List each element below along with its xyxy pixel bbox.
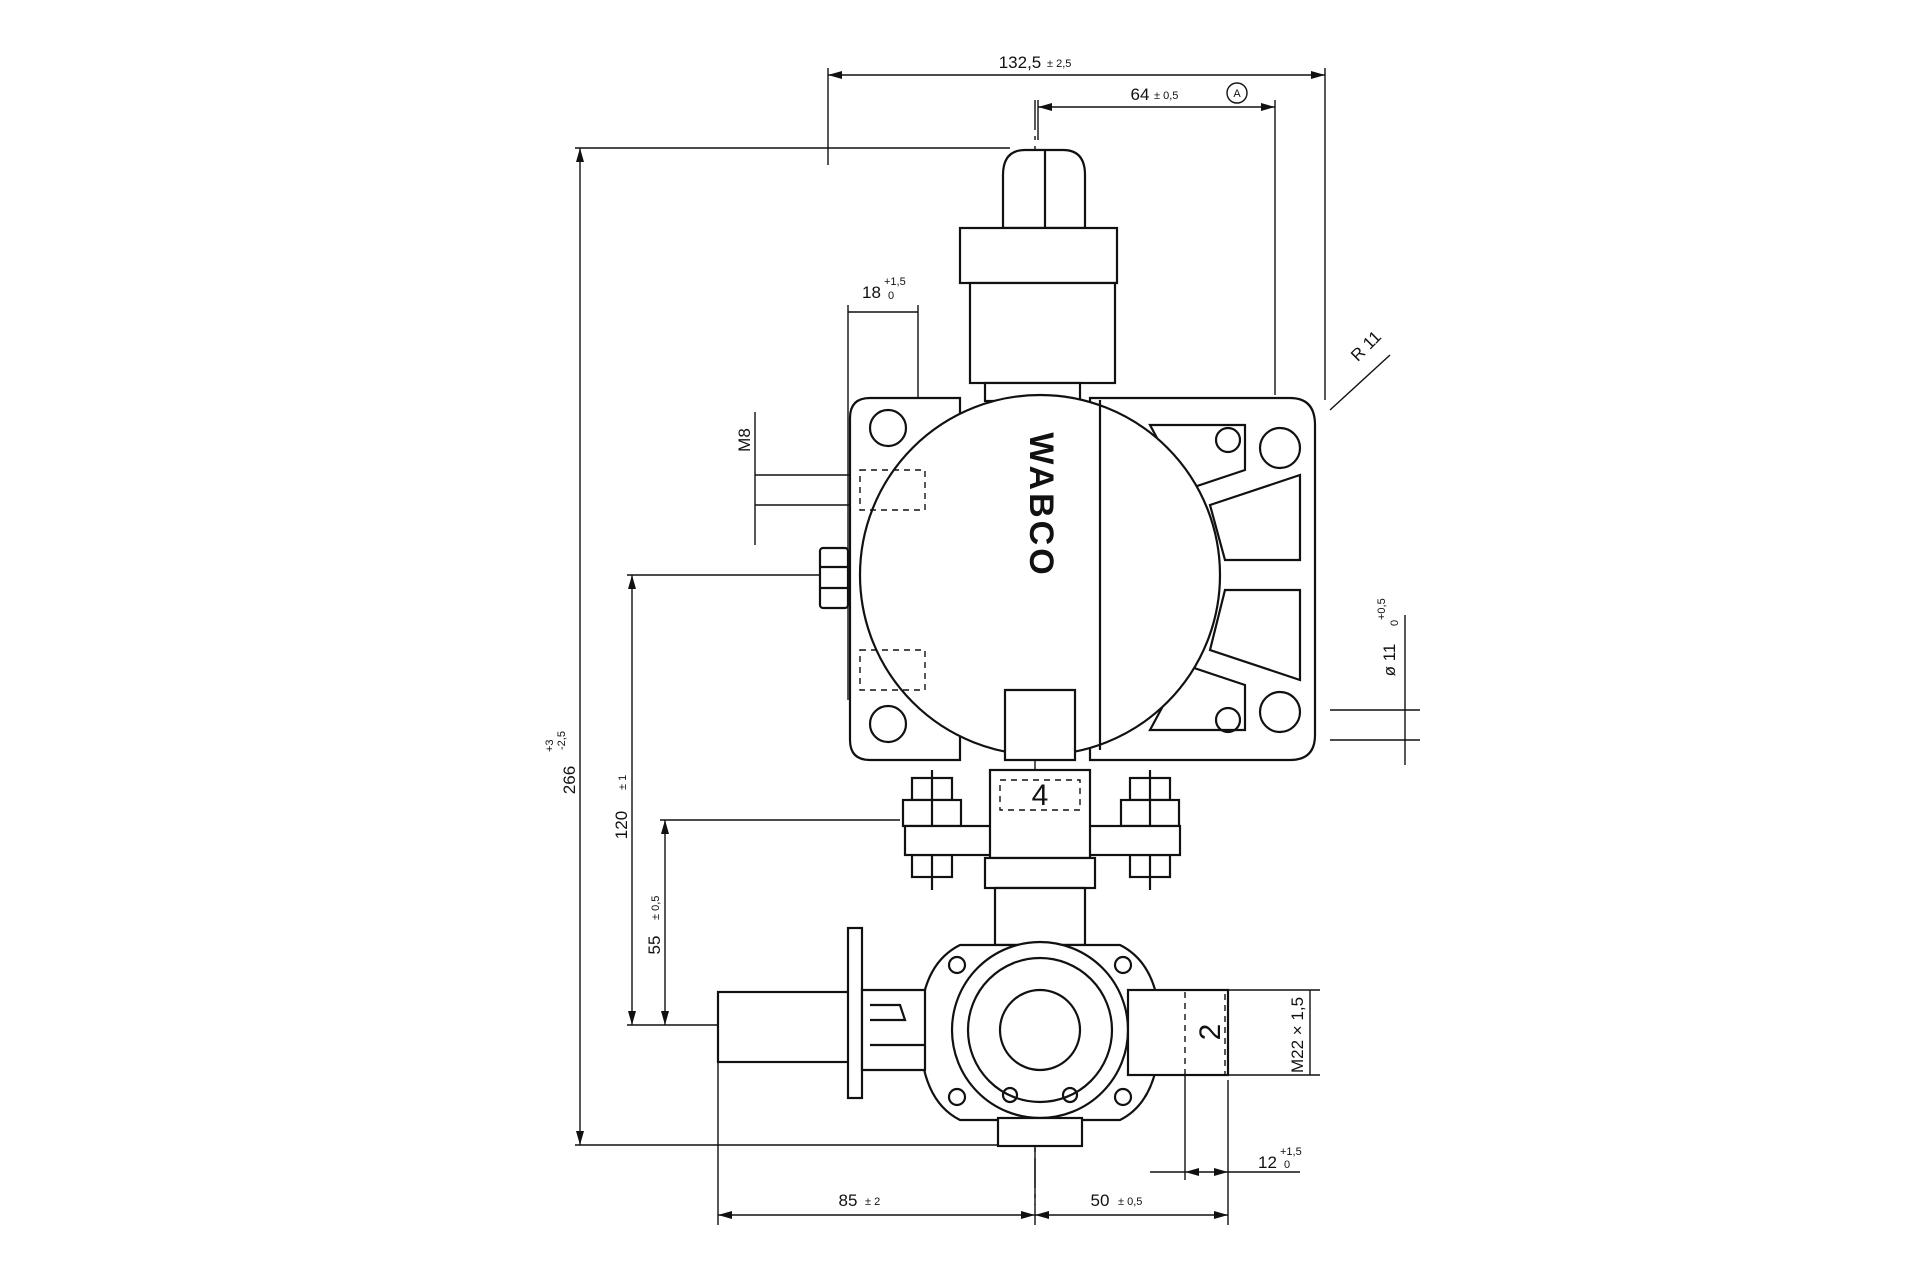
dim-thread-small: M8 (735, 428, 754, 452)
dim-width-to-datum-tol: ± 0,5 (1154, 90, 1178, 102)
dim-right-50-tol: ± 0,5 (1118, 1196, 1142, 1208)
dim-overall-height: 266 (560, 766, 579, 794)
datum-marker-label: A (1233, 88, 1241, 100)
dim-radius: R 11 (1347, 327, 1385, 365)
datum-marker (1226, 82, 1248, 104)
brand-label: WABCO (1022, 432, 1060, 577)
dim-height-55: 55 (645, 936, 664, 955)
dim-right-50: 50 (1091, 1191, 1110, 1210)
dim-overall-height-tol-up: +3 (544, 739, 556, 752)
dim-height-55-tol: ± 0,5 (650, 896, 662, 920)
dim-height-120: 120 (612, 811, 631, 839)
dim-overall-height-tol-low: -2,5 (556, 731, 568, 750)
dim-hole-dia: ø 11 (1380, 644, 1399, 677)
valve-body (818, 148, 1317, 762)
dim-hole-dia-tol-low: 0 (1389, 620, 1401, 626)
dim-height-120-tol: ± 1 (617, 775, 629, 790)
port-4-label: 4 (1032, 779, 1049, 812)
dim-left-85-tol: ± 2 (865, 1196, 880, 1208)
dim-hole-dia-tol-up: +0,5 (1376, 598, 1388, 620)
dim-left-85: 85 (839, 1191, 858, 1210)
dim-overall-width-tol: ± 2,5 (1047, 58, 1071, 70)
dim-flange-thickness-tol-up: +1,5 (884, 276, 906, 288)
lower-valve (716, 926, 1230, 1148)
dim-flange-thickness: 18 (862, 283, 881, 302)
dim-overall-width: 132,5 (999, 53, 1042, 72)
port-2-label: 2 (1194, 1024, 1227, 1041)
dimension-labels: 132,5 ± 2,5 64 ± 0,5 A 18 +1,5 0 M8 R 11… (544, 53, 1401, 1210)
dim-flange-thickness-tol-low: 0 (888, 290, 894, 302)
port-4-connection (901, 768, 1182, 947)
dim-port-depth-tol-up: +1,5 (1280, 1146, 1302, 1158)
dim-width-to-datum: 64 (1131, 85, 1150, 104)
dim-port-depth: 12 (1258, 1153, 1277, 1172)
dim-thread-port: M22 × 1,5 (1288, 997, 1307, 1073)
dim-port-depth-tol-low: 0 (1284, 1159, 1290, 1171)
